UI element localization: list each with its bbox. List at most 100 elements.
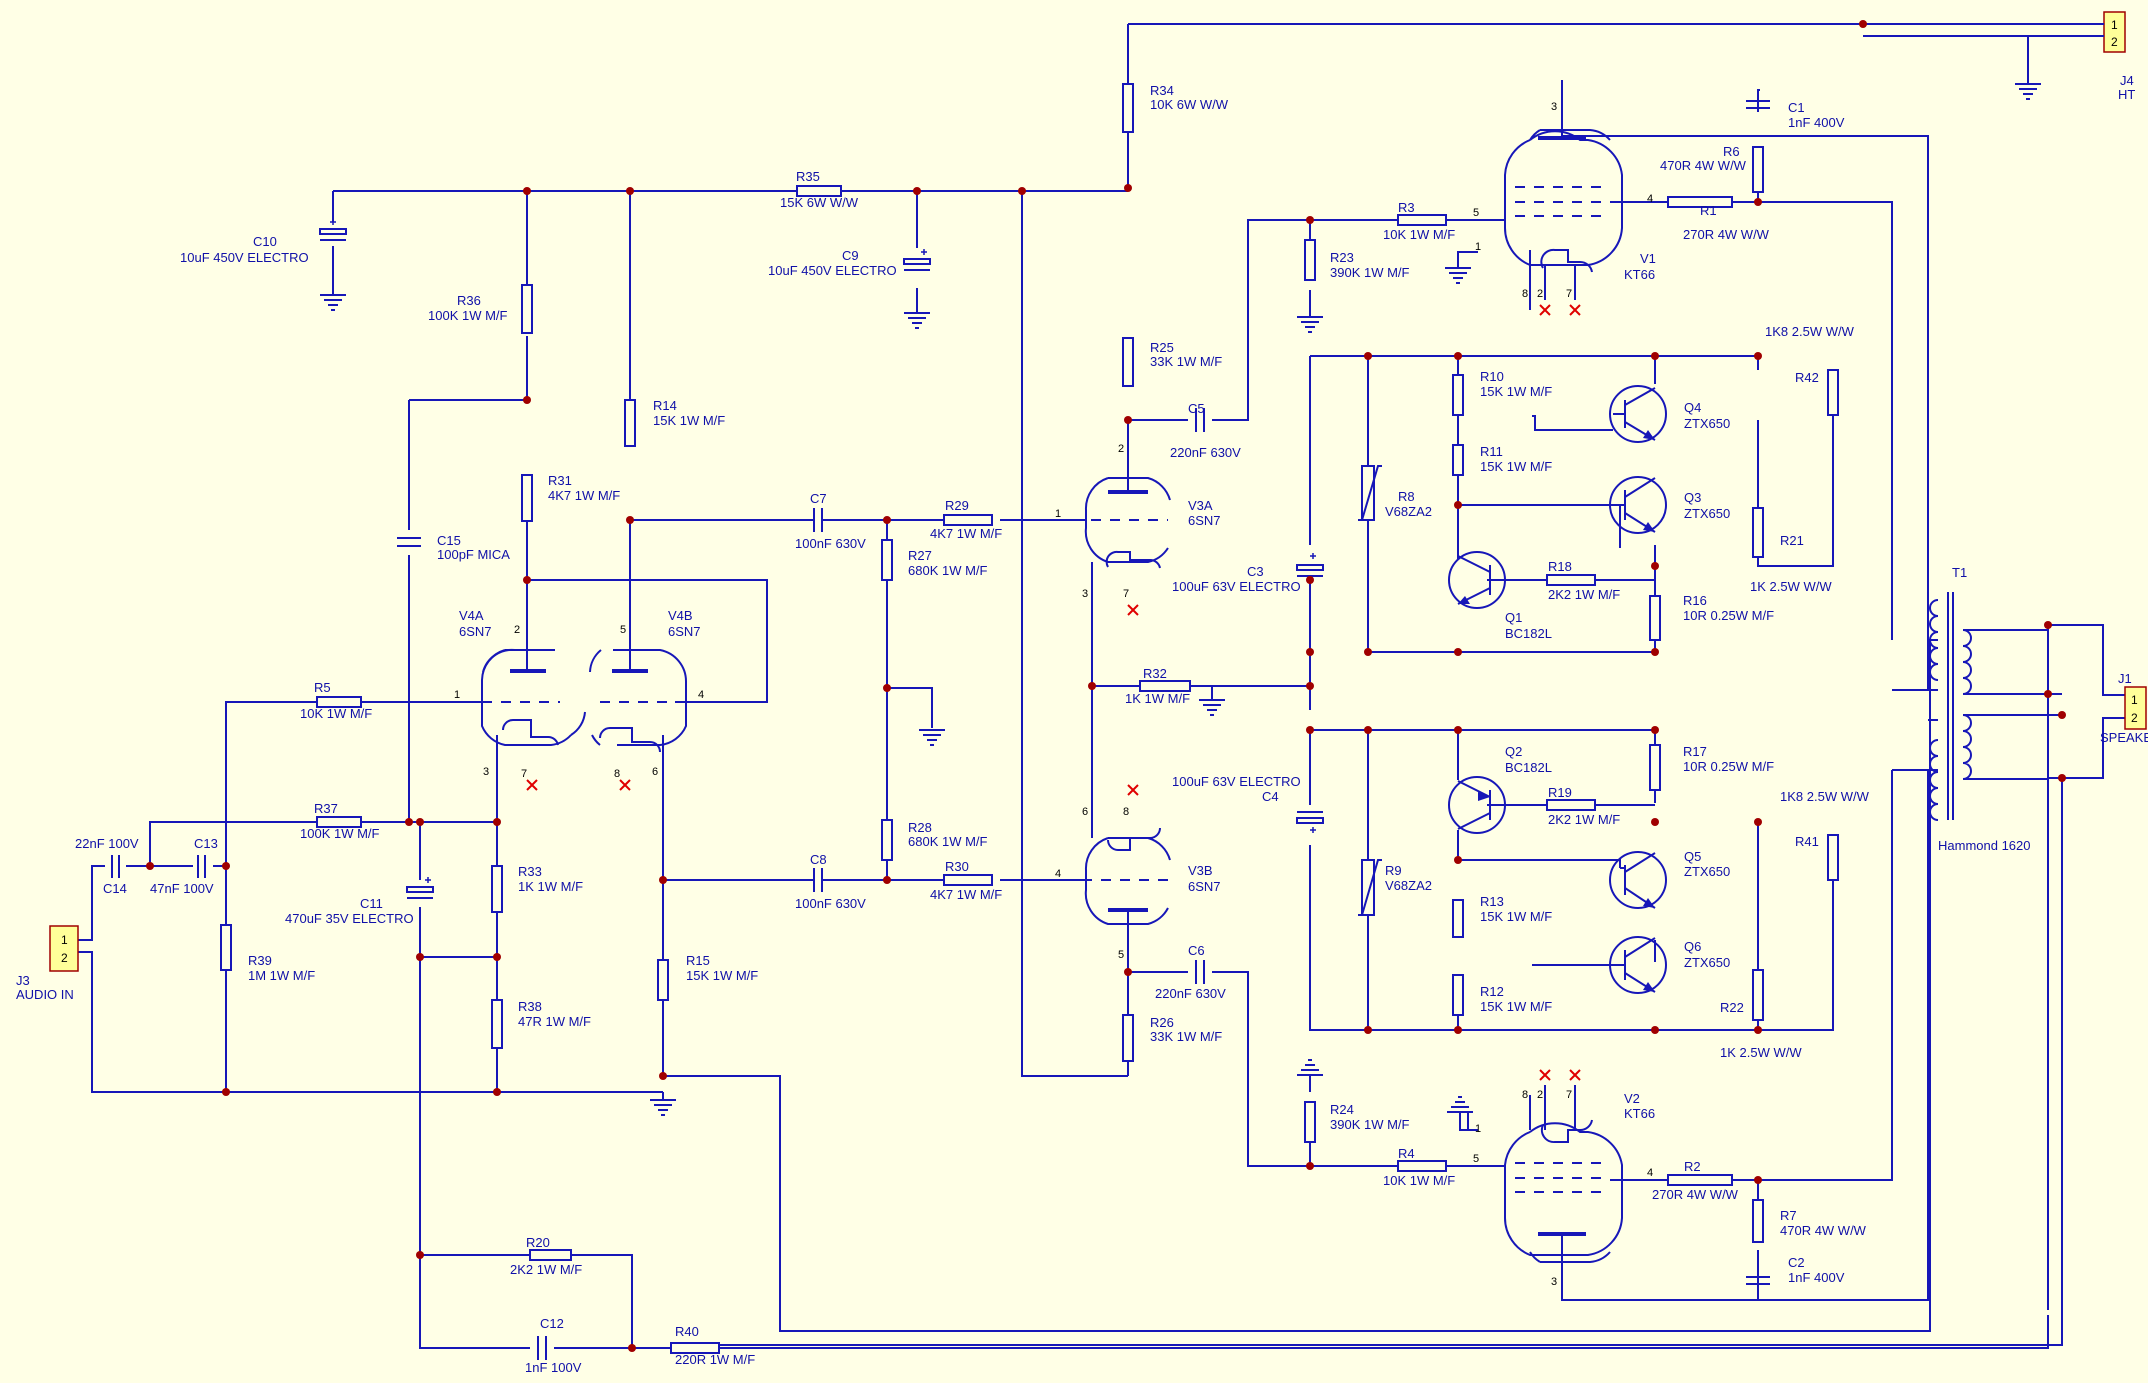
capacitor-c6 bbox=[1195, 960, 1205, 984]
value-q4: ZTX650 bbox=[1684, 416, 1730, 431]
ref-c12: C12 bbox=[540, 1316, 564, 1331]
value-r22: 1K 2.5W W/W bbox=[1720, 1045, 1802, 1060]
ref-c1: C1 bbox=[1788, 100, 1805, 115]
resistor-r25 bbox=[1122, 337, 1134, 387]
resistor-r41 bbox=[1827, 834, 1839, 881]
capacitor-c15 bbox=[397, 537, 421, 547]
ref-r16: R16 bbox=[1683, 593, 1707, 608]
pin-label: 4 bbox=[1647, 193, 1653, 205]
pin-label: 3 bbox=[1082, 588, 1088, 600]
resistors-horizontal bbox=[316, 185, 1733, 1354]
ref-r7: R7 bbox=[1780, 1208, 1797, 1223]
resistor-r27 bbox=[881, 539, 893, 581]
junction-dots bbox=[146, 20, 2066, 1352]
pin-label: 2 bbox=[514, 624, 520, 636]
ground-symbol bbox=[904, 308, 930, 329]
value-r5: 10K 1W M/F bbox=[300, 706, 372, 721]
ref-c7: C7 bbox=[810, 491, 827, 506]
pin-label: 2 bbox=[1537, 1089, 1543, 1101]
ref-c13: C13 bbox=[194, 836, 218, 851]
pin-label: 3 bbox=[1551, 1276, 1557, 1288]
varistors bbox=[1358, 465, 1382, 916]
pin-label: 8 bbox=[1123, 806, 1129, 818]
value-r4: 10K 1W M/F bbox=[1383, 1173, 1455, 1188]
value-r33: 1K 1W M/F bbox=[518, 879, 583, 894]
ref-r9: R9 bbox=[1385, 863, 1402, 878]
pin-label: 2 bbox=[2111, 35, 2118, 49]
ref-c2: C2 bbox=[1788, 1255, 1805, 1270]
pin-label: 3 bbox=[1551, 101, 1557, 113]
pin-label: 5 bbox=[1473, 1153, 1479, 1165]
resistor-r36 bbox=[521, 284, 533, 334]
transistor-q3 bbox=[1609, 476, 1667, 534]
resistor-r1 bbox=[1667, 196, 1733, 208]
value-r41: 1K8 2.5W W/W bbox=[1780, 789, 1870, 804]
ground-symbol bbox=[1297, 1059, 1323, 1080]
tubes bbox=[463, 80, 1623, 1300]
value-r39: 1M 1W M/F bbox=[248, 968, 315, 983]
capacitor-c3 bbox=[1296, 553, 1324, 577]
pin-label: 1 bbox=[1475, 241, 1481, 253]
ref-r35: R35 bbox=[796, 169, 820, 184]
ref-r34: R34 bbox=[1150, 83, 1174, 98]
capacitors bbox=[111, 100, 1770, 1360]
ref-r2: R2 bbox=[1684, 1159, 1701, 1174]
resistor-r21 bbox=[1752, 507, 1764, 558]
resistor-r23 bbox=[1304, 239, 1316, 281]
resistor-r15 bbox=[657, 959, 669, 1001]
value-r8: V68ZA2 bbox=[1385, 504, 1432, 519]
connector-j4: 1 2 bbox=[1863, 11, 2126, 53]
ref-r39: R39 bbox=[248, 953, 272, 968]
resistor-r5 bbox=[316, 696, 362, 708]
ref-r6: R6 bbox=[1723, 144, 1740, 159]
ref-c4: C4 bbox=[1262, 789, 1279, 804]
pin-label: 4 bbox=[698, 689, 704, 701]
pin-label: 1 bbox=[2111, 18, 2118, 32]
resistor-r29 bbox=[943, 514, 993, 526]
transistor-q6 bbox=[1609, 936, 1667, 994]
pin-label: 7 bbox=[1566, 1089, 1572, 1101]
ref-r17: R17 bbox=[1683, 744, 1707, 759]
pin-label: 4 bbox=[1055, 868, 1061, 880]
resistor-r4 bbox=[1397, 1160, 1447, 1172]
capacitor-c9 bbox=[903, 249, 931, 271]
resistor-r12 bbox=[1452, 974, 1464, 1016]
value-r35: 15K 6W W/W bbox=[780, 195, 859, 210]
capacitor-c10 bbox=[319, 219, 347, 241]
pin-label: 5 bbox=[620, 624, 626, 636]
ref-r13: R13 bbox=[1480, 894, 1504, 909]
ref-r8: R8 bbox=[1398, 489, 1415, 504]
resistor-r10 bbox=[1452, 374, 1464, 416]
connectors: 1 2 1 2 1 2 bbox=[49, 11, 2147, 972]
pin-label: 4 bbox=[1647, 1167, 1653, 1179]
value-q5: ZTX650 bbox=[1684, 864, 1730, 879]
ref-r18: R18 bbox=[1548, 559, 1572, 574]
transistor-q2 bbox=[1448, 776, 1506, 834]
value-c11: 470uF 35V ELECTRO bbox=[285, 911, 414, 926]
tube-v2 bbox=[1487, 1085, 1623, 1300]
ground-symbol bbox=[1447, 1096, 1478, 1131]
ref-v3a: V3A bbox=[1188, 498, 1213, 513]
ref-r41: R41 bbox=[1795, 834, 1819, 849]
value-v4b: 6SN7 bbox=[668, 624, 701, 639]
transistor-q1 bbox=[1448, 551, 1506, 609]
resistor-r18 bbox=[1546, 574, 1596, 586]
value-r32: 1K 1W M/F bbox=[1125, 691, 1190, 706]
value-r10: 15K 1W M/F bbox=[1480, 384, 1552, 399]
resistor-r37 bbox=[316, 816, 362, 828]
pin-label: 1 bbox=[1475, 1123, 1481, 1135]
value-r24: 390K 1W M/F bbox=[1330, 1117, 1410, 1132]
resistor-r14 bbox=[624, 399, 636, 447]
tube-v3b bbox=[1082, 820, 1171, 944]
value-r29: 4K7 1W M/F bbox=[930, 526, 1002, 541]
pin-label: 1 bbox=[61, 933, 68, 947]
resistor-r24 bbox=[1304, 1101, 1316, 1143]
pin-label: 1 bbox=[2131, 693, 2138, 707]
resistor-r16 bbox=[1649, 595, 1661, 641]
pin-label: 7 bbox=[521, 768, 527, 780]
pin-label: 2 bbox=[2131, 711, 2138, 725]
ref-c5: C5 bbox=[1188, 401, 1205, 416]
pin-label: 6 bbox=[1082, 806, 1088, 818]
ground-symbol bbox=[320, 285, 346, 311]
